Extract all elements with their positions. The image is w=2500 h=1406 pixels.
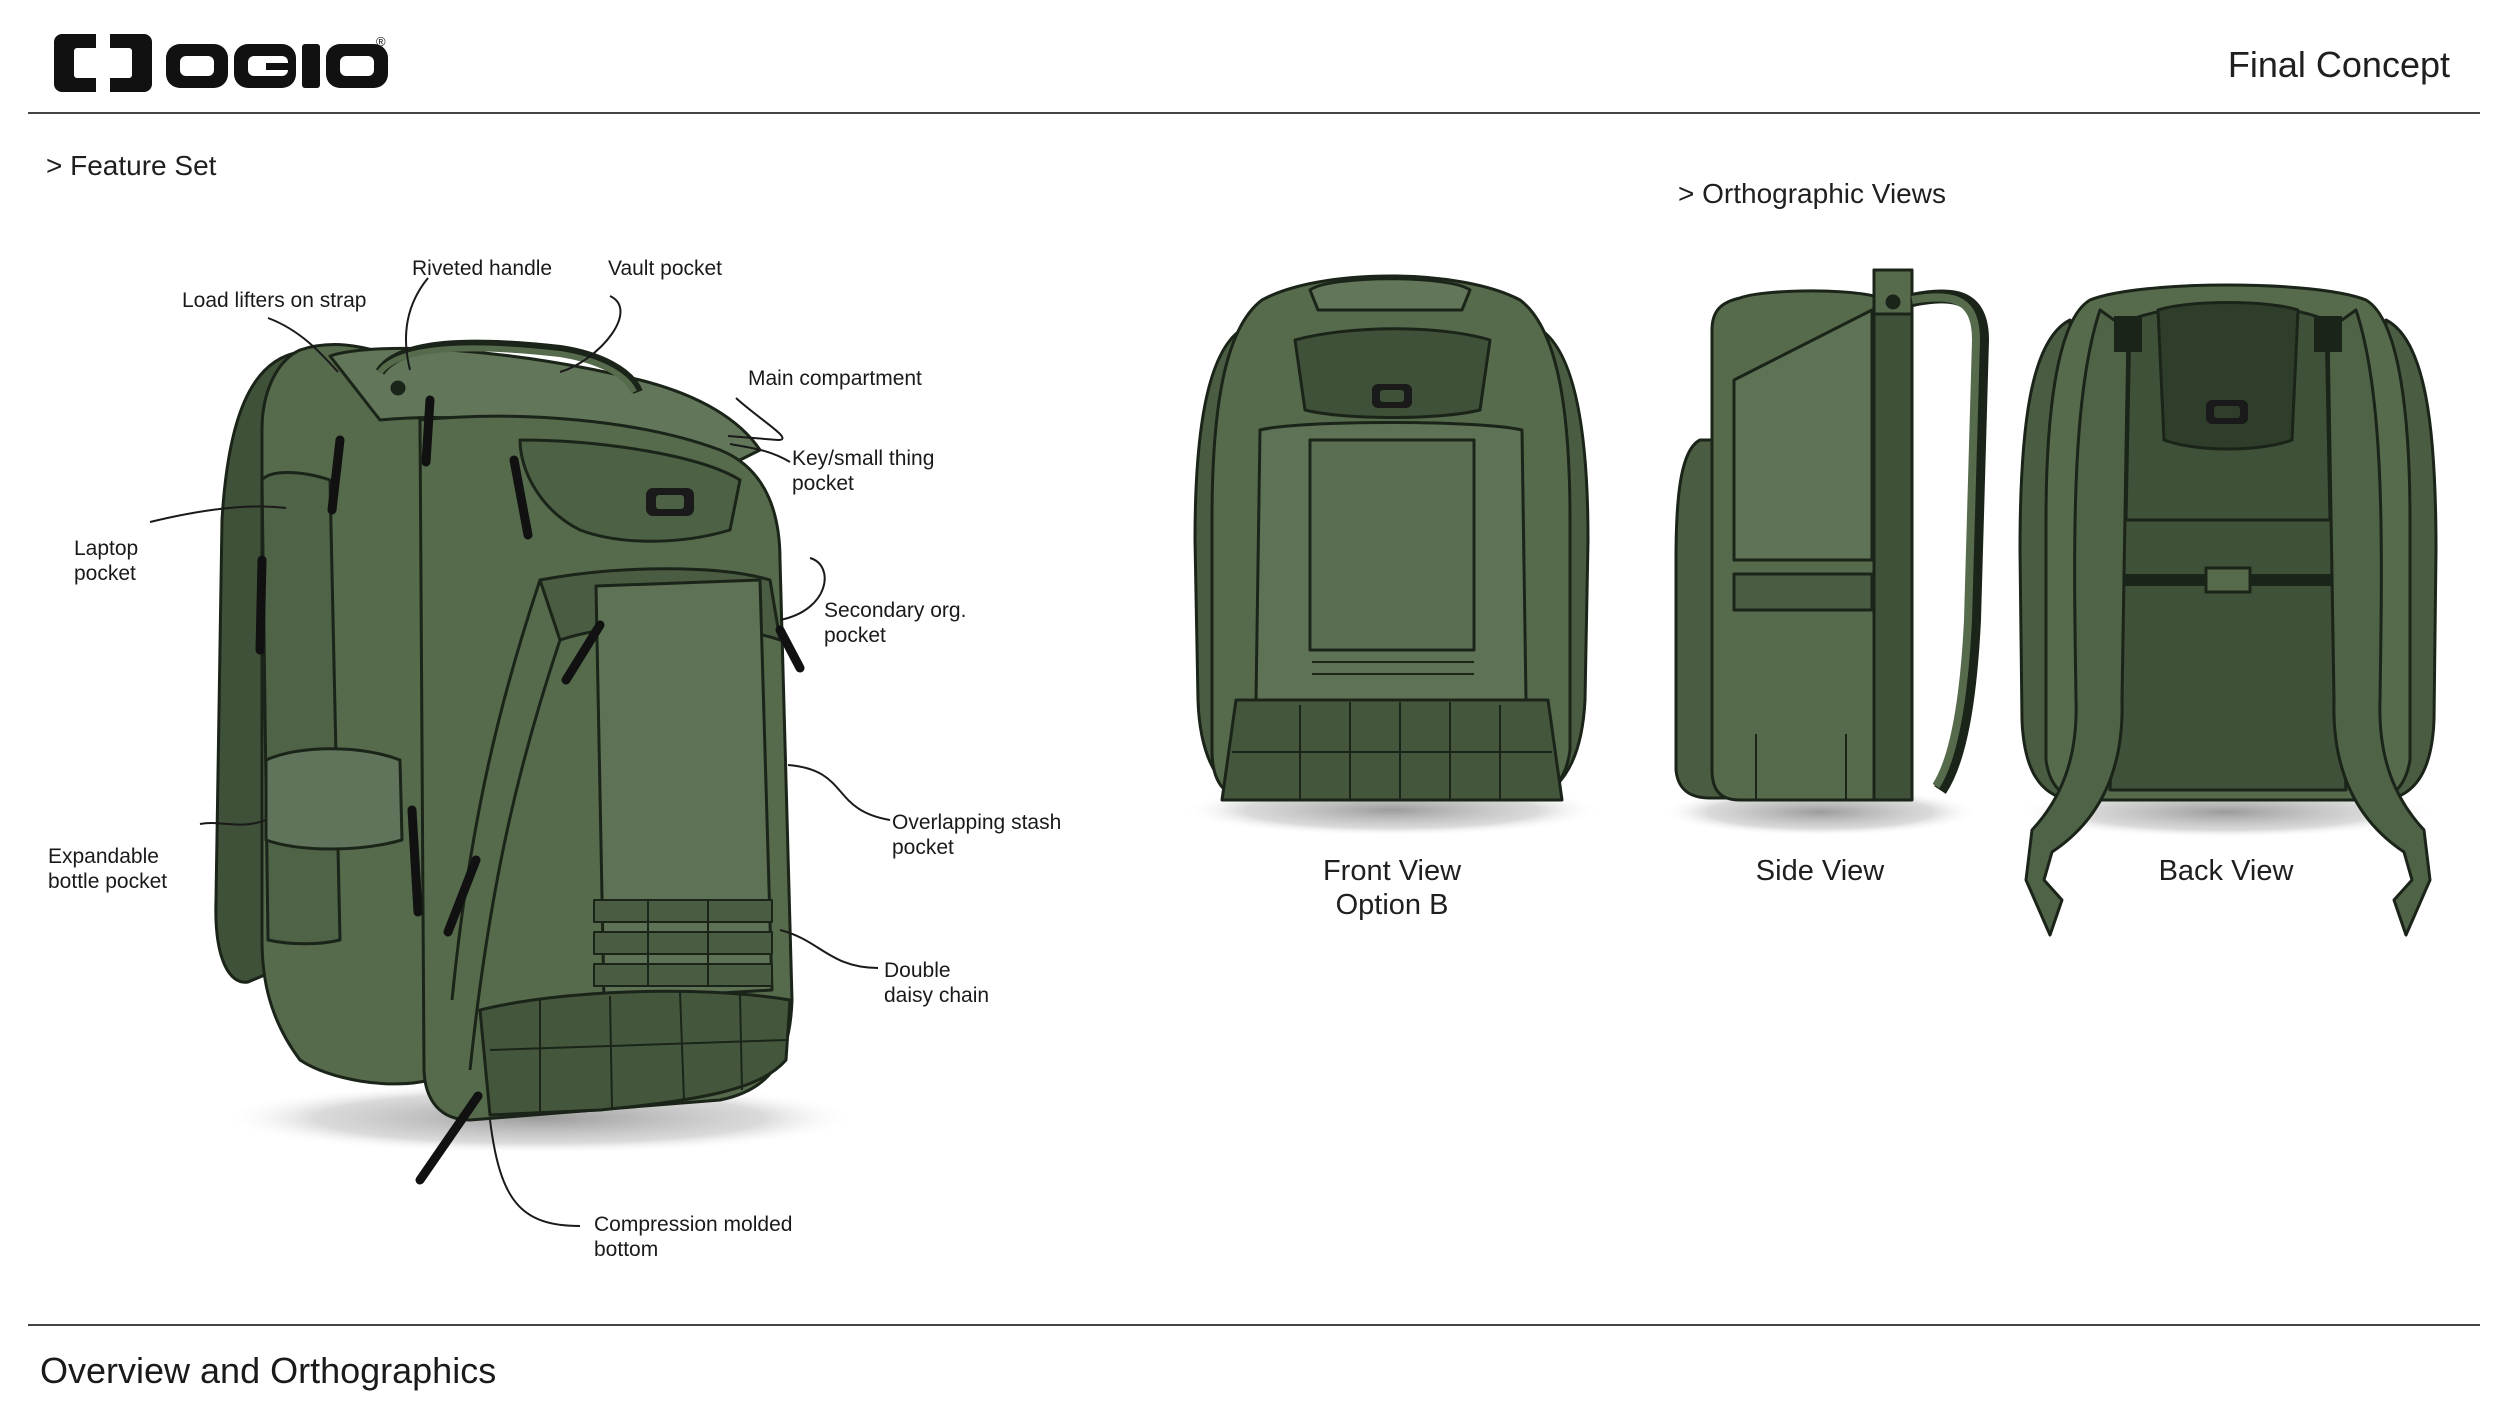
callout-leaders [149, 277, 891, 1227]
side-view-label: Side View [1755, 855, 1885, 887]
daisy-chain [593, 899, 773, 987]
side-view-drawing [1660, 268, 1989, 836]
back-strap-left [2024, 308, 2130, 937]
back-view-label: Back View [2158, 855, 2294, 887]
callout-bottle-pocket: Expandable bottle pocket [48, 845, 168, 893]
zipper-pulls [255, 395, 805, 1185]
ogio-logo [54, 34, 388, 92]
page-title: Final Concept [2227, 44, 2450, 85]
callout-laptop-pocket: Laptop pocket [74, 537, 139, 585]
callout-riveted-handle: Riveted handle [412, 257, 553, 280]
registered-mark: ® [376, 34, 386, 49]
front-bottom [1220, 698, 1564, 802]
feature-set-heading: > Feature Set [46, 150, 217, 181]
side-back-panel [1872, 268, 1914, 802]
footer-title: Overview and Orthographics [40, 1350, 497, 1391]
callout-main-compartment: Main compartment [748, 367, 922, 390]
stash-pocket [594, 578, 774, 1002]
bottle-pocket [264, 747, 404, 851]
callout-secondary-org-pocket: Secondary org. pocket [824, 599, 967, 647]
header-divider [28, 112, 2480, 114]
back-strap-right [2326, 308, 2432, 937]
callout-vault-pocket: Vault pocket [608, 257, 723, 280]
molded-bottom [478, 989, 792, 1117]
callout-key-pocket: Key/small thing pocket [792, 447, 935, 495]
back-lower-panel [2108, 518, 2348, 792]
molded-bottom-grid [489, 991, 787, 1112]
side-panel [1732, 308, 1874, 562]
front-view-label: Front View Option B [1322, 855, 1462, 921]
laptop-pocket [260, 471, 342, 946]
callout-molded-bottom: Compression molded bottom [594, 1213, 793, 1261]
front-vault-pocket [1293, 327, 1492, 419]
front-view-drawing [1182, 274, 1602, 836]
front-top-handle [1308, 277, 1472, 312]
orthographic-views-heading: > Orthographic Views [1678, 178, 1946, 209]
callout-daisy-chain: Double daisy chain [884, 959, 990, 1007]
footer-divider [28, 1324, 2480, 1326]
main-backpack-drawing [214, 339, 860, 1185]
callout-stash-pocket: Overlapping stash pocket [892, 811, 1062, 859]
callout-load-lifters: Load lifters on strap [182, 289, 367, 312]
back-view-drawing [2016, 283, 2438, 937]
